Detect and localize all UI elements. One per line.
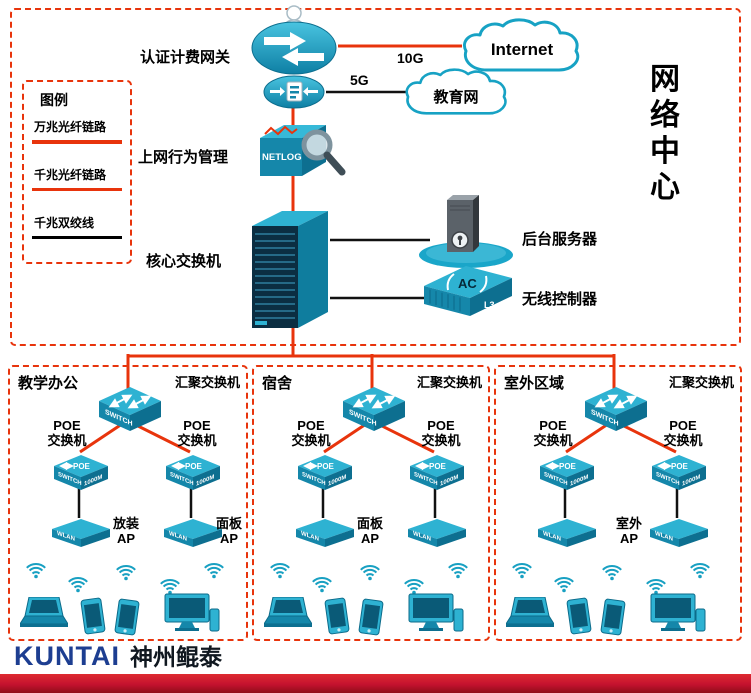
ac-icon-text: AC [458,276,477,291]
backend-server-label: 后台服务器 [522,231,598,248]
poe-switch-icon [540,455,594,495]
wifi-icon [644,575,668,595]
netlog-icon-text: NETLOG [262,152,302,163]
aggregation-switch-icon [99,387,161,437]
poe-switch-icon [54,455,108,495]
access-point-icon [52,519,110,549]
legend-title: 图例 [40,92,68,108]
ap-label-right: 室外 AP [615,516,642,546]
behavior-management-label: 上网行为管理 [138,149,229,166]
footer-logo: KUNTAI 神州鲲泰 [14,638,222,672]
laptop-icon [506,597,554,631]
wifi-icon [158,575,182,595]
access-point-icon [408,519,466,549]
branch-box-outdoor: 室外区域 汇聚交换机 POE 交换机 POE 交换机 室外 AP [494,365,742,641]
poe-switch-label-right: POE 交换机 [177,418,217,448]
footer-banner [0,674,751,693]
branch-box-dormitory: 宿舍 汇聚交换机 POE 交换机 POE 交换机 面板 AP [252,365,490,641]
aggregation-switch-icon [343,387,405,437]
legend-item-1g-fiber: 千兆光纤链路 [34,168,107,182]
wifi-icon [446,559,470,579]
l3-icon-text: L3 [484,300,495,310]
wireless-controller-label: 无线控制器 [522,291,598,308]
poe-switch-icon [410,455,464,495]
gateway-label: 认证计费网关 [140,49,231,66]
wifi-icon [402,575,426,595]
desktop-icon [164,593,220,633]
wifi-icon [24,559,48,579]
legend-item-10g-fiber: 万兆光纤链路 [34,120,107,134]
billing-module-icon [263,75,325,109]
internet-label: Internet [490,40,554,59]
link-label-10g: 10G [397,50,424,66]
legend-line-10g-fiber [32,140,122,144]
poe-switch-icon [166,455,220,495]
legend-item-1g-copper: 千兆双绞线 [34,216,95,230]
poe-switch-label-right: POE 交换机 [421,418,461,448]
poe-switch-icon [298,455,352,495]
phone-icon [114,598,141,637]
aggregation-switch-label: 汇聚交换机 [174,375,240,390]
aggregation-switch-icon [585,387,647,437]
legend-line-1g-fiber [32,188,122,191]
phone-icon [324,597,351,636]
access-point-icon [650,519,708,549]
wifi-icon [510,559,534,579]
poe-switch-label-right: POE 交换机 [663,418,703,448]
wifi-icon [114,561,138,581]
logo-text-en: KUNTAI [14,641,120,671]
poe-switch-label-left: POE 交换机 [533,418,573,448]
poe-switch-label-left: POE 交换机 [291,418,331,448]
ap-label-right: 面板 AP [215,516,242,546]
legend-box: 图例 万兆光纤链路 千兆光纤链路 千兆双绞线 [22,80,132,264]
phone-icon [358,598,385,637]
core-switch-icon [252,211,328,328]
laptop-icon [20,597,68,631]
wifi-icon [310,573,334,593]
aggregation-switch-label: 汇聚交换机 [416,375,482,390]
wireless-controller-icon: AC L3 [424,266,512,316]
laptop-icon [264,597,312,631]
wifi-icon [358,561,382,581]
phone-icon [600,598,627,637]
phone-icon [80,597,107,636]
legend-line-1g-copper [32,236,122,239]
desktop-icon [408,593,464,633]
network-center-box [10,8,741,346]
network-center-title: 网络中心 [650,63,680,204]
link-label-5g: 5G [350,72,369,88]
education-network-cloud-icon [405,68,507,115]
education-network-label: 教育网 [433,89,479,106]
wifi-icon [66,573,90,593]
branch-box-teaching-office: 教学办公 汇聚交换机 POE 交换机 POE 交换机 放装 AP 面板 AP [8,365,248,641]
branch-title: 教学办公 [18,375,79,392]
branch-title: 室外区域 [504,375,565,392]
wifi-icon [552,573,576,593]
wifi-icon [600,561,624,581]
branch-title: 宿舍 [262,375,293,392]
access-point-icon [296,519,354,549]
backend-server-icon [419,195,513,268]
wifi-icon [268,559,292,579]
desktop-icon [650,593,706,633]
logo-text-cn: 神州鲲泰 [129,644,222,670]
wifi-icon [202,559,226,579]
access-point-icon [538,519,596,549]
ap-label-left: 面板 AP [356,516,383,546]
poe-switch-label-left: POE 交换机 [47,418,87,448]
wifi-icon [688,559,712,579]
ap-label-left: 放装 AP [112,516,139,546]
core-switch-label: 核心交换机 [146,253,222,270]
magnifier-icon [301,129,346,176]
internet-cloud-icon [463,18,580,72]
auth-billing-gateway-icon [251,21,337,75]
phone-icon [566,597,593,636]
aggregation-switch-label: 汇聚交换机 [668,375,734,390]
poe-switch-icon [652,455,706,495]
